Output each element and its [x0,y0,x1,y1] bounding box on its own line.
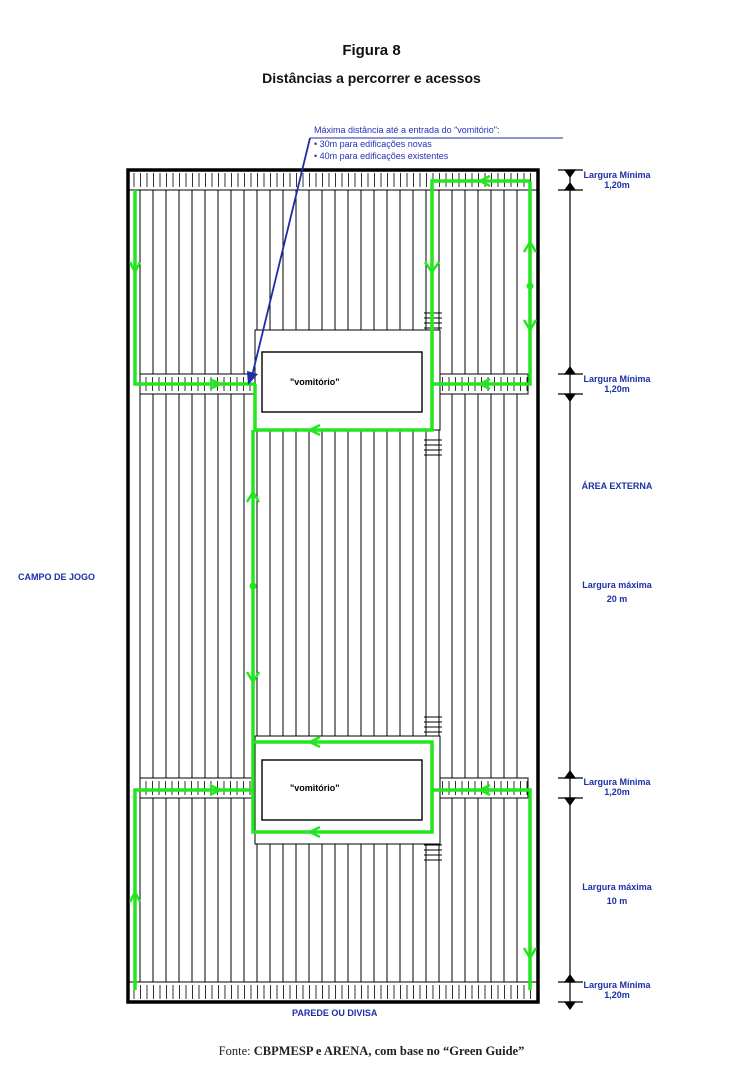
source-text: CBPMESP e ARENA, com base no “Green Guid… [253,1044,525,1058]
stair-steps [424,312,442,861]
min-width-label-1-value: 1,20m [604,180,630,190]
min-width-label-3-title: Largura Mínima [583,777,651,787]
route-center [253,384,434,432]
aisle-right-lower [429,777,529,799]
min-width-label-1: Largura Mínima 1,20m [576,170,658,190]
min-width-label-4: Largura Mínima 1,20m [576,980,658,1000]
seating-rows [139,170,518,1002]
max-width-20-label: Largura máxima 20 m [576,578,658,606]
vomitorio-lower [254,735,441,845]
route-right-lower [432,788,532,990]
annotation-item-existing-text: 40m para edificações existentes [319,151,449,161]
min-width-label-4-value: 1,20m [604,990,630,1000]
route-left-upper [133,190,255,386]
aisle-left-lower [139,777,256,799]
vomitorio-upper-label: "vomitório" [290,377,340,387]
annotation-item-new: • 30m para edificações novas [314,139,432,149]
figure-source: Fonte: CBPMESP e ARENA, com base no “Gre… [0,1044,743,1059]
min-width-label-2-value: 1,20m [604,384,630,394]
max-width-10-title: Largura máxima [582,882,652,892]
route-left-lower [133,788,253,990]
annotation-item-existing: • 40m para edificações existentes [314,151,449,161]
min-width-label-3-value: 1,20m [604,787,630,797]
max-width-20-value: 20 m [606,594,628,604]
min-width-label-1-title: Largura Mínima [583,170,651,180]
max-width-20-title: Largura máxima [582,580,652,590]
route-right-upper [430,179,532,386]
annotation-pointer [247,137,563,385]
route-center-vertical [251,430,434,834]
min-width-label-3: Largura Mínima 1,20m [576,777,658,797]
bottom-aisle [127,981,539,1003]
source-prefix: Fonte: [218,1044,254,1058]
aisles [127,169,539,1003]
route-dots [249,282,534,590]
figure-title: Distâncias a percorrer e acessos [262,70,481,86]
max-width-10-label: Largura máxima 10 m [576,880,658,908]
vomitorio-upper [254,329,441,431]
escape-routes [133,179,532,990]
min-width-label-4-title: Largura Mínima [583,980,651,990]
dimension-line [558,169,583,1011]
figure-number: Figura 8 [342,42,401,59]
min-width-label-2: Largura Mínima 1,20m [576,374,658,394]
seating-boundary [126,168,540,1004]
annotation-heading: Máxima distância até a entrada do "vomit… [314,125,500,135]
wall-boundary-label: PAREDE OU DIVISA [292,1008,378,1018]
vomitorio-lower-label: "vomitório" [290,783,340,793]
annotation-item-new-text: 30m para edificações novas [319,139,432,149]
max-width-10-value: 10 m [606,896,628,906]
external-area-label: ÁREA EXTERNA [581,481,653,491]
min-width-label-2-title: Largura Mínima [583,374,651,384]
playing-field-label: CAMPO DE JOGO [18,572,96,582]
route-arrows [128,174,538,961]
